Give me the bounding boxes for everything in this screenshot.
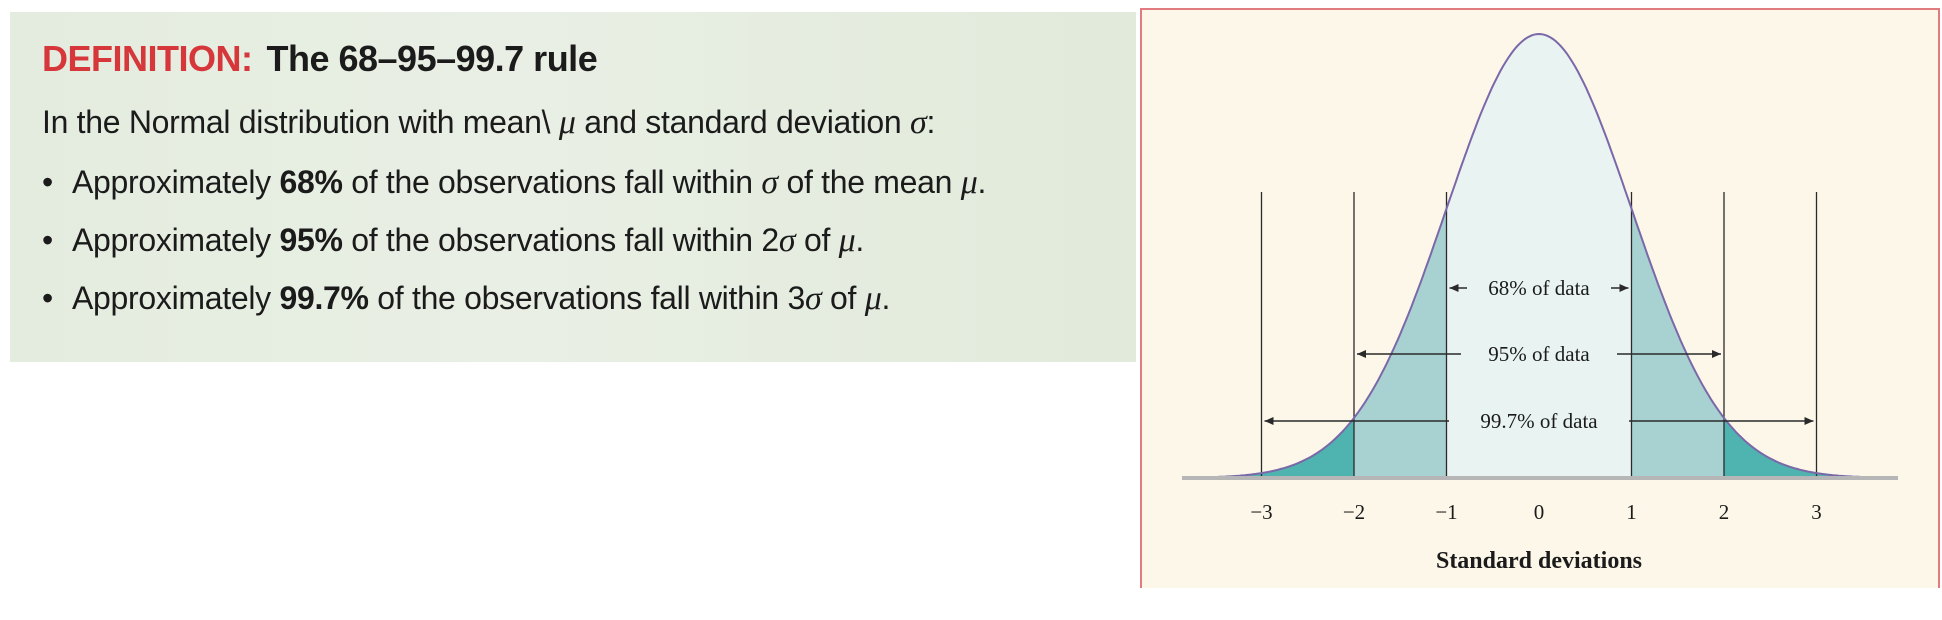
- intro-text-3: :: [926, 104, 936, 140]
- mu-symbol: μ: [864, 280, 882, 317]
- arrowhead-left-icon: [1449, 284, 1459, 292]
- bullet-icon: •: [42, 222, 53, 258]
- sigma-symbol: σ: [761, 164, 778, 201]
- band-label: 95% of data: [1488, 342, 1590, 366]
- arrowhead-right-icon: [1804, 417, 1814, 425]
- x-tick-label: −3: [1250, 500, 1272, 524]
- x-axis-label: Standard deviations: [1436, 548, 1642, 574]
- rule-percent: 68%: [279, 164, 343, 200]
- sd-gridlines: [1260, 192, 1818, 478]
- intro-text-1: In the Normal distribution with mean\: [42, 104, 559, 140]
- arrowhead-left-icon: [1357, 350, 1366, 358]
- mu-symbol: μ: [558, 104, 576, 141]
- x-tick-label: −2: [1343, 500, 1365, 524]
- x-tick-label: −1: [1435, 500, 1457, 524]
- band-annotation: 95% of data: [1357, 342, 1721, 366]
- rule-text: of the observations fall within 2: [342, 222, 779, 258]
- sigma-symbol: σ: [910, 104, 927, 141]
- center-region: [1446, 34, 1632, 478]
- rule-prefix: Approximately: [72, 280, 280, 316]
- bullet-icon: •: [42, 164, 53, 200]
- arrowhead-left-icon: [1264, 417, 1274, 425]
- x-tick-label: 3: [1811, 500, 1822, 524]
- rules-list: • Approximately 68% of the observations …: [42, 164, 1136, 318]
- intro-text-2: and standard deviation: [575, 104, 911, 140]
- data-band-annotations: 68% of data 95% of data 99.7% of data: [1264, 276, 1814, 433]
- x-tick-label: 2: [1719, 500, 1730, 524]
- rule-end: .: [881, 280, 891, 316]
- definition-heading: DEFINITION: The 68–95–99.7 rule: [42, 38, 1136, 80]
- definition-box: DEFINITION: The 68–95–99.7 rule In the No…: [10, 12, 1136, 362]
- rule-text: of the observations fall within: [342, 164, 762, 200]
- sigma-symbol: σ: [804, 280, 822, 317]
- x-tick-labels: −3 −2 −1 0 1 2 3: [1250, 500, 1821, 524]
- band-label: 68% of data: [1488, 276, 1590, 300]
- bullet-icon: •: [42, 280, 53, 316]
- band-label: 99.7% of data: [1480, 409, 1598, 433]
- rule-end: .: [855, 222, 865, 258]
- rule-prefix: Approximately: [72, 222, 280, 258]
- rule-text: of: [795, 222, 839, 258]
- arrowhead-right-icon: [1619, 284, 1629, 292]
- x-tick-label: 0: [1534, 500, 1545, 524]
- definition-title: The 68–95–99.7 rule: [266, 38, 598, 79]
- rule-percent: 95%: [279, 222, 343, 258]
- rule-percent: 99.7%: [279, 280, 369, 316]
- definition-label: DEFINITION:: [42, 38, 253, 79]
- normal-curve: [1205, 32, 1873, 479]
- tail-region-left: [1206, 417, 1354, 478]
- rule-item-68: • Approximately 68% of the observations …: [42, 164, 1136, 202]
- mu-symbol: μ: [960, 164, 978, 201]
- rule-end: .: [977, 164, 987, 200]
- definition-intro: In the Normal distribution with mean\ μ …: [42, 104, 1136, 142]
- sigma-symbol: σ: [778, 222, 796, 259]
- x-tick-label: 1: [1626, 500, 1637, 524]
- arrowhead-right-icon: [1712, 350, 1721, 358]
- rule-prefix: Approximately: [72, 164, 280, 200]
- rule-text: of the mean: [777, 164, 961, 200]
- normal-curve-chart: 68% of data 95% of data 99.7% of data −3 −2…: [1182, 32, 1898, 574]
- rule-item-99-7: • Approximately 99.7% of the observation…: [42, 280, 1136, 318]
- mu-symbol: μ: [838, 222, 856, 259]
- tail-region-right: [1724, 417, 1872, 478]
- rule-text: of: [821, 280, 865, 316]
- band-annotation: 68% of data: [1449, 276, 1629, 300]
- band-annotation: 99.7% of data: [1264, 409, 1814, 433]
- rule-item-95: • Approximately 95% of the observations …: [42, 222, 1136, 260]
- rule-text: of the observations fall within 3: [368, 280, 805, 316]
- normal-curve-figure: 68% of data 95% of data 99.7% of data −3 −2…: [1140, 8, 1940, 588]
